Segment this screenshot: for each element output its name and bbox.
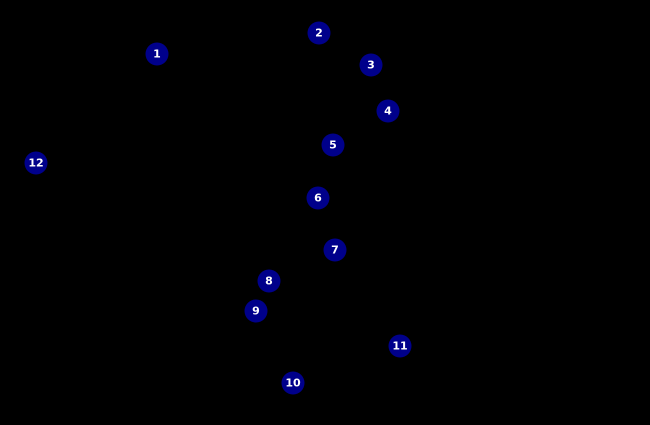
numbered-marker-5[interactable]: 5 <box>321 133 345 157</box>
numbered-marker-6[interactable]: 6 <box>306 186 330 210</box>
numbered-marker-2[interactable]: 2 <box>307 21 331 45</box>
numbered-marker-11[interactable]: 11 <box>388 334 412 358</box>
numbered-marker-7[interactable]: 7 <box>323 238 347 262</box>
numbered-marker-10[interactable]: 10 <box>281 371 305 395</box>
numbered-marker-3[interactable]: 3 <box>359 53 383 77</box>
numbered-marker-9[interactable]: 9 <box>244 299 268 323</box>
numbered-marker-8[interactable]: 8 <box>257 269 281 293</box>
numbered-marker-1[interactable]: 1 <box>145 42 169 66</box>
numbered-marker-12[interactable]: 12 <box>24 151 48 175</box>
numbered-marker-4[interactable]: 4 <box>376 99 400 123</box>
